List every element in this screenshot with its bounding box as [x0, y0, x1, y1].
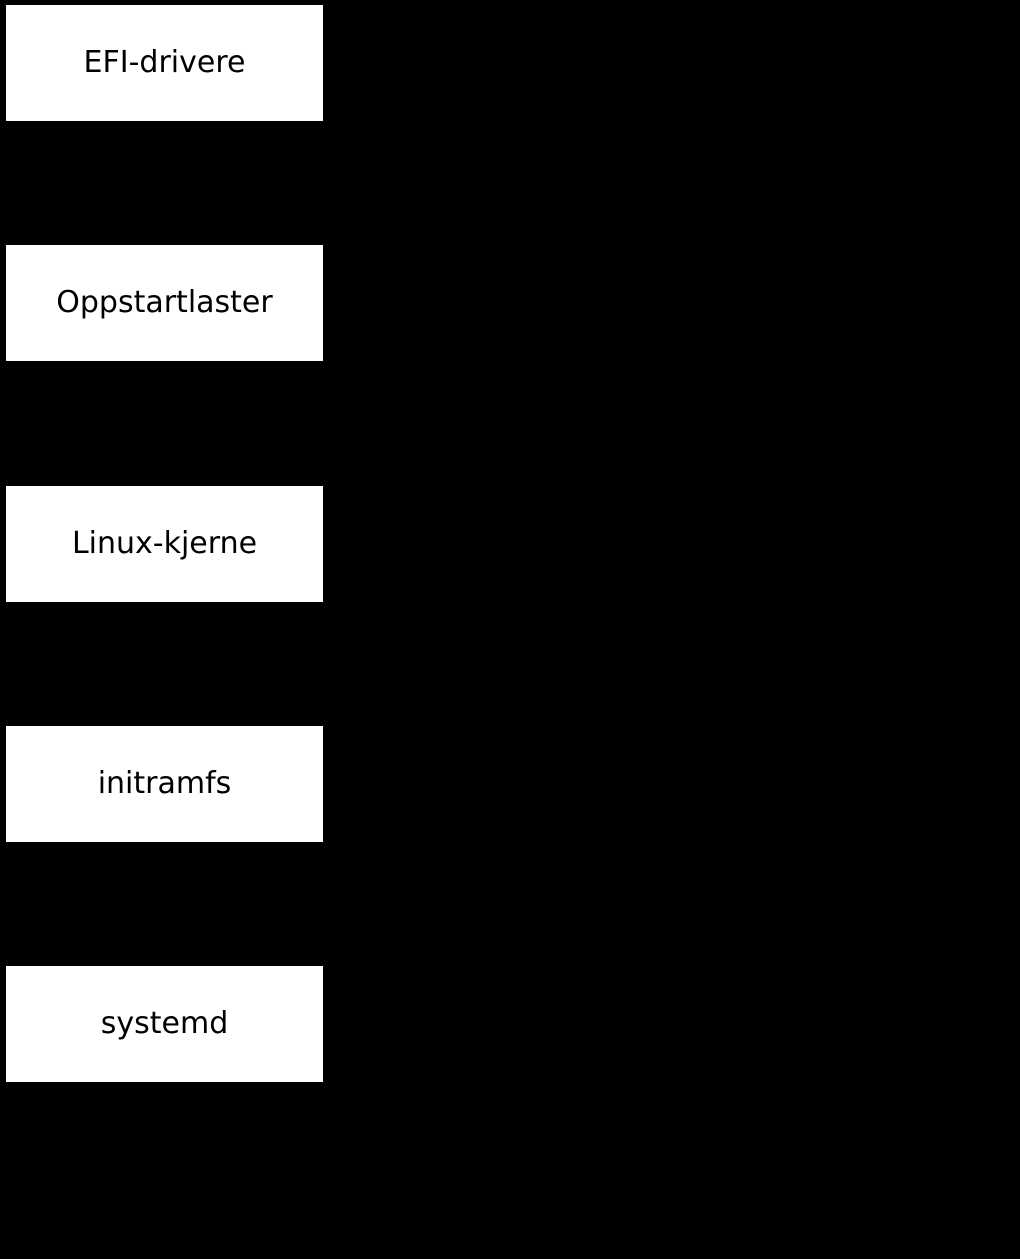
node-linux-kjerne: Linux-kjerne	[6, 486, 323, 602]
node-efi-drivere-label: EFI-drivere	[83, 45, 246, 80]
node-systemd-label: systemd	[100, 1006, 229, 1041]
node-initramfs: initramfs	[6, 726, 323, 842]
node-linux-kjerne-label: Linux-kjerne	[71, 526, 258, 561]
node-oppstartlaster: Oppstartlaster	[6, 245, 323, 361]
node-efi-drivere: EFI-drivere	[6, 5, 323, 121]
node-systemd: systemd	[6, 966, 323, 1082]
node-oppstartlaster-label: Oppstartlaster	[56, 285, 273, 320]
node-initramfs-label: initramfs	[97, 766, 232, 801]
